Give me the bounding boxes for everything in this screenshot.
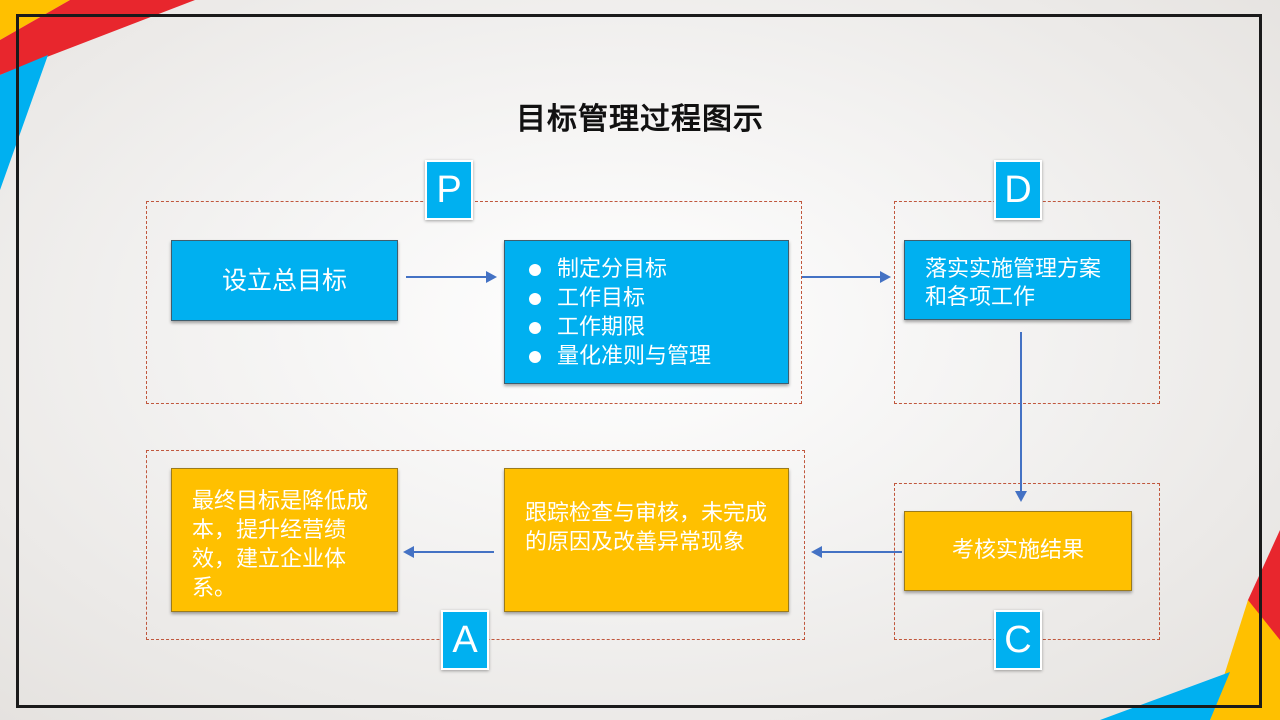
implement-box: 落实实施管理方案和各项工作 <box>904 240 1131 320</box>
track-box: 跟踪检查与审核，未完成的原因及改善异常现象 <box>504 468 789 612</box>
bullet-dot-icon <box>529 322 541 334</box>
phase-a-badge: A <box>441 610 489 670</box>
bullet-dot-icon <box>529 293 541 305</box>
arrow-assess-to-track <box>811 546 902 558</box>
slide-frame <box>16 14 1262 708</box>
set-goal-box: 设立总目标 <box>171 240 398 321</box>
arrow-implement-to-assess <box>1015 332 1027 502</box>
plan-group <box>146 201 802 404</box>
arrow-track-to-final <box>403 546 494 558</box>
sub-goal-item: 工作目标 <box>529 284 788 313</box>
assess-box: 考核实施结果 <box>904 511 1132 591</box>
sub-goals-box: 制定分目标 工作目标 工作期限 量化准则与管理 <box>504 240 789 384</box>
bullet-dot-icon <box>529 264 541 276</box>
final-goal-box: 最终目标是降低成本，提升经营绩效，建立企业体系。 <box>171 468 398 612</box>
bullet-dot-icon <box>529 351 541 363</box>
sub-goal-item: 工作期限 <box>529 313 788 342</box>
diagram-title: 目标管理过程图示 <box>516 102 764 137</box>
arrow-set-to-sub <box>406 271 497 283</box>
sub-goal-item: 量化准则与管理 <box>529 342 788 371</box>
phase-p-badge: P <box>425 160 473 220</box>
phase-d-badge: D <box>994 160 1042 220</box>
phase-c-badge: C <box>994 610 1042 670</box>
sub-goal-item: 制定分目标 <box>529 255 788 284</box>
arrow-sub-to-implement <box>802 271 891 283</box>
